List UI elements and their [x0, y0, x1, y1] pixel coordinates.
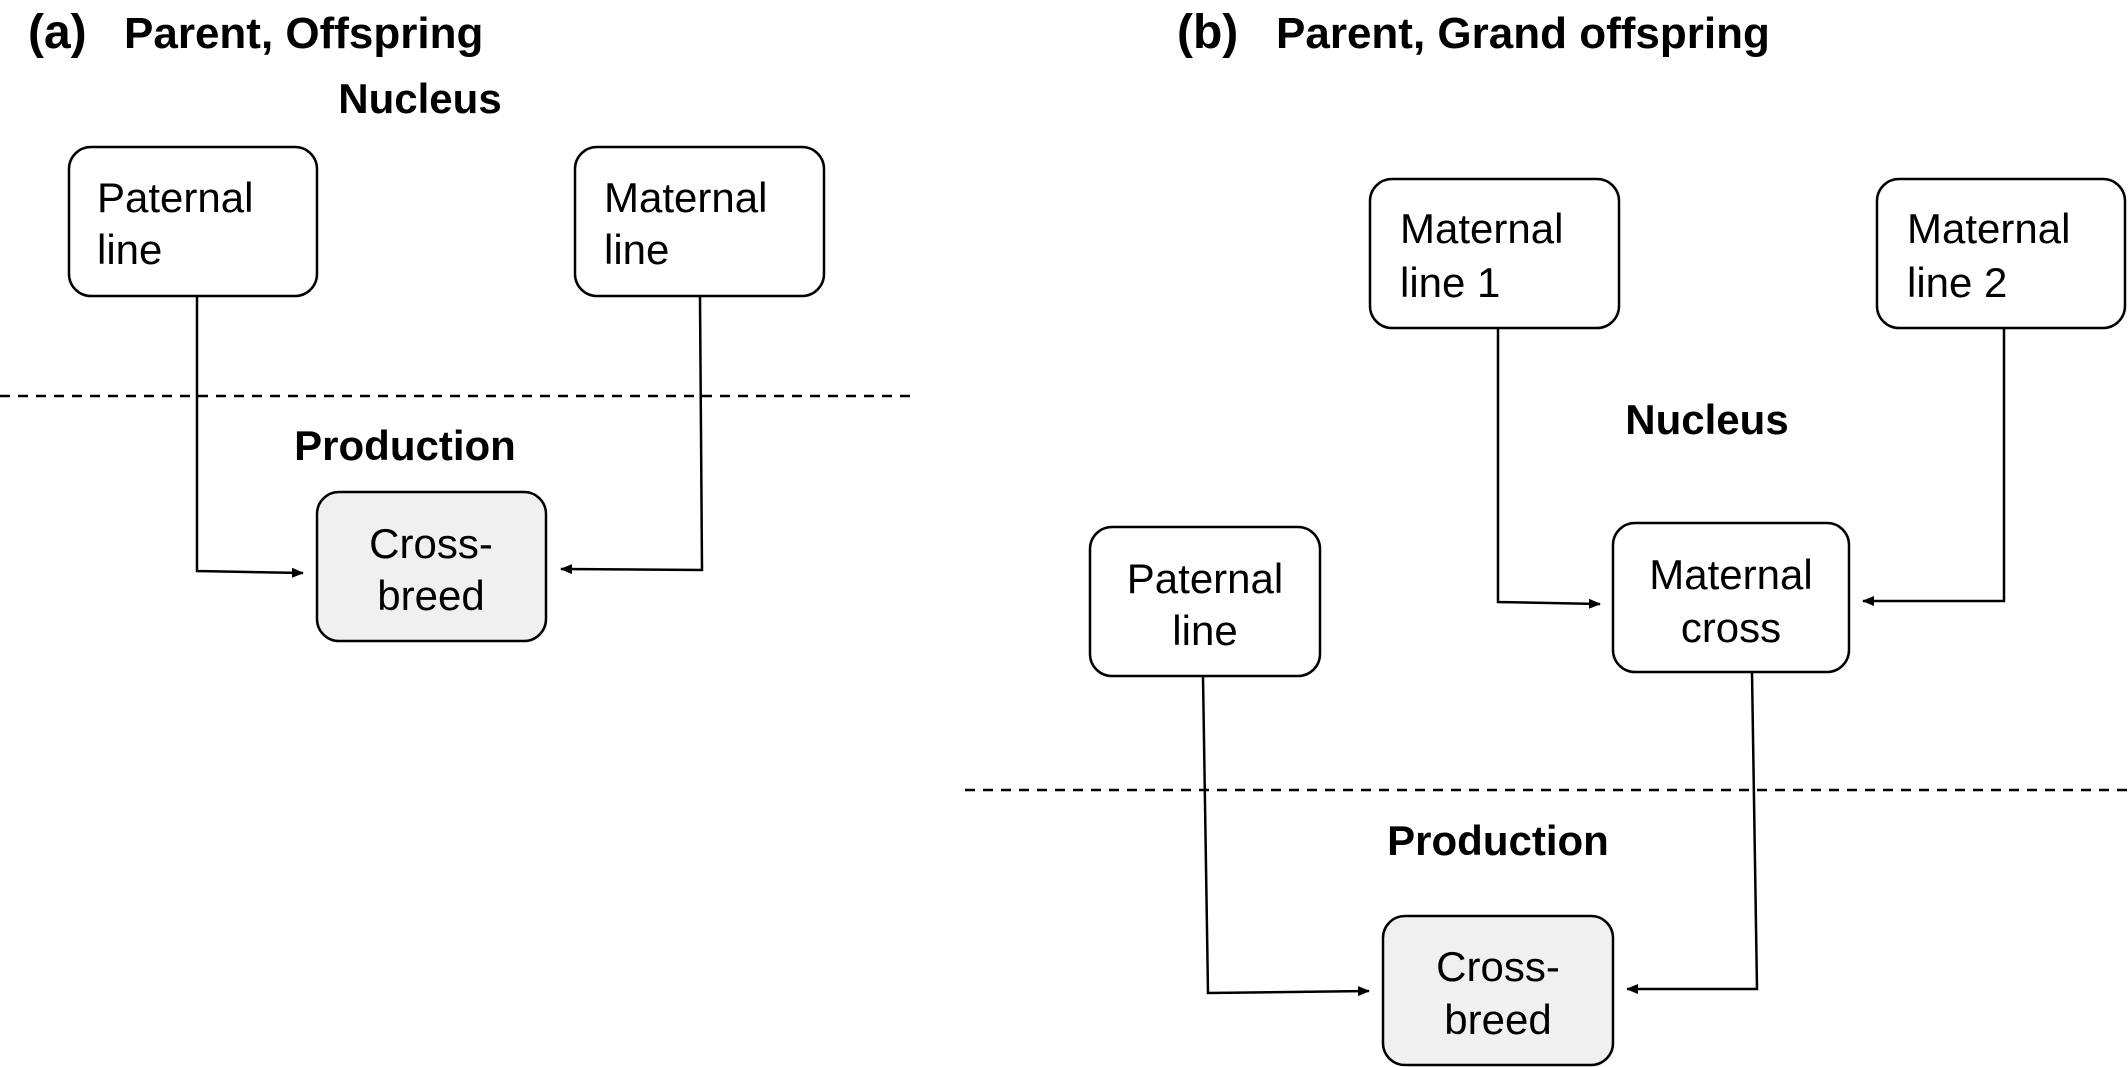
panel-b-maternal-cross-to-crossbreed-arrow	[1626, 672, 1759, 994]
panel-b-crossbreed-box: Cross- breed	[1381, 914, 1615, 1067]
panel-b: (b) Parent, Grand offspring Maternal lin…	[965, 6, 2128, 1067]
panel-a-paternal-line-text-2: line	[97, 226, 162, 273]
panel-b-paternal-to-crossbreed-arrow	[1201, 676, 1370, 997]
panel-a-letter: (a)	[28, 6, 87, 59]
panel-a-crossbreed-box: Cross- breed	[315, 490, 548, 643]
panel-b-paternal-line-text-2: line	[1172, 607, 1237, 654]
panel-b-crossbreed-text-2: breed	[1444, 996, 1551, 1043]
panel-b-crossbreed-text-1: Cross-	[1436, 943, 1560, 990]
panel-b-maternal-cross-text-1: Maternal	[1649, 551, 1812, 598]
panel-b-maternal-line-1-box: Maternal line 1	[1368, 177, 1621, 330]
panel-a-nucleus-label: Nucleus	[338, 75, 501, 122]
panel-b-paternal-line-text-1: Paternal	[1127, 555, 1283, 602]
panel-b-maternal-line-1-text-2: line 1	[1400, 259, 1500, 306]
panel-b-nucleus-label: Nucleus	[1625, 396, 1788, 443]
panel-b-maternal-cross-text-2: cross	[1681, 604, 1781, 651]
panel-b-maternal-line-2-box: Maternal line 2	[1875, 177, 2127, 330]
panel-a-maternal-line-text-1: Maternal	[604, 174, 767, 221]
panel-b-maternal-cross-box: Maternal cross	[1611, 521, 1851, 674]
panel-a-maternal-to-crossbreed-arrow	[560, 296, 704, 575]
panel-b-title: Parent, Grand offspring	[1276, 9, 1770, 58]
panel-a-paternal-line-box: Paternal line	[67, 145, 319, 298]
panel-b-maternal-1-to-maternal-cross-arrow	[1496, 329, 1601, 609]
panel-b-maternal-line-2-text-2: line 2	[1907, 259, 2007, 306]
panel-b-maternal-line-1-text-1: Maternal	[1400, 205, 1563, 252]
panel-a-paternal-line-text-1: Paternal	[97, 174, 253, 221]
panel-b-maternal-2-to-maternal-cross-arrow	[1862, 329, 2006, 606]
panel-a-crossbreed-text-1: Cross-	[369, 520, 493, 567]
panel-a-crossbreed-text-2: breed	[377, 572, 484, 619]
panel-a-maternal-line-text-2: line	[604, 226, 669, 273]
panel-b-paternal-line-box: Paternal line	[1088, 525, 1322, 678]
panel-a-paternal-to-crossbreed-arrow	[195, 297, 304, 578]
panel-b-letter: (b)	[1177, 6, 1238, 59]
panel-a-maternal-line-box: Maternal line	[573, 145, 826, 298]
panel-a-title: Parent, Offspring	[124, 9, 483, 58]
panel-a: (a) Parent, Offspring Nucleus Paternal l…	[0, 6, 916, 643]
panel-b-production-label: Production	[1387, 817, 1609, 864]
panel-b-maternal-line-2-text-1: Maternal	[1907, 205, 2070, 252]
panel-a-production-label: Production	[294, 422, 516, 469]
